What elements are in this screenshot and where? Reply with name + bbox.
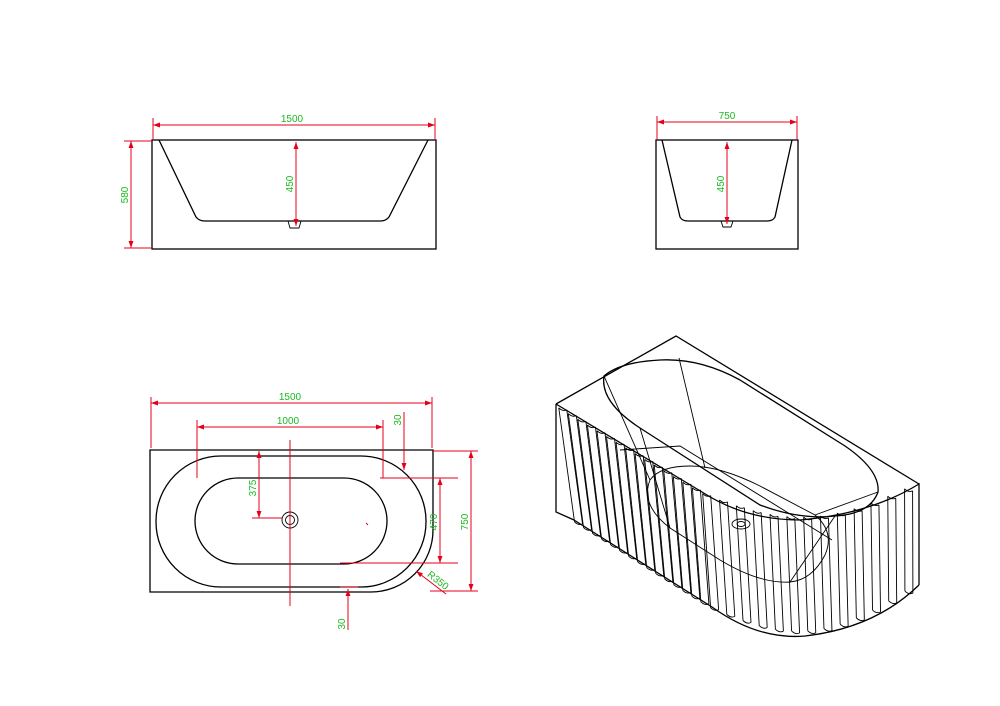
iso-flute bbox=[558, 407, 583, 525]
iso-drain bbox=[731, 518, 751, 530]
iso-flute bbox=[735, 505, 752, 624]
iso-basin-floor bbox=[647, 465, 829, 583]
iso-flute bbox=[567, 413, 592, 531]
iso-flute bbox=[606, 436, 629, 554]
iso-drain-inner bbox=[736, 521, 746, 527]
iso-flute bbox=[836, 512, 849, 628]
iso-front-top-edge bbox=[555, 403, 920, 585]
iso-flute bbox=[887, 495, 898, 605]
iso-flute bbox=[719, 499, 736, 618]
side-outer-outline bbox=[655, 139, 799, 250]
iso-flute bbox=[672, 476, 692, 594]
iso-flute bbox=[702, 493, 720, 611]
plan-view: 1500 1000 30 375 470 750 30 R350 bbox=[149, 392, 478, 630]
iso-flute bbox=[644, 458, 665, 577]
plan-outer-outline bbox=[149, 449, 434, 593]
iso-flute bbox=[634, 453, 656, 571]
front-basin-profile bbox=[158, 139, 429, 222]
iso-flute bbox=[904, 488, 914, 595]
iso-flute bbox=[596, 430, 620, 548]
iso-flute bbox=[752, 510, 768, 629]
front-drain bbox=[287, 220, 302, 229]
plan-rim-outline bbox=[155, 455, 427, 588]
front-elevation: 1500 580 450 bbox=[120, 114, 437, 250]
iso-flute bbox=[853, 508, 865, 621]
side-drain bbox=[720, 220, 734, 228]
iso-flute bbox=[625, 447, 647, 565]
plan-bottom-offset-label: 30 bbox=[337, 618, 348, 630]
iso-flute bbox=[769, 513, 784, 633]
front-outer-outline bbox=[151, 139, 437, 250]
side-depth-label: 450 bbox=[716, 175, 727, 192]
plan-radius-leader bbox=[415, 570, 447, 595]
iso-basin-walls bbox=[603, 357, 879, 583]
plan-inner-width-label: 470 bbox=[429, 513, 440, 530]
iso-bottom-edge bbox=[573, 519, 920, 638]
plan-length-label: 1500 bbox=[279, 392, 302, 403]
iso-flute bbox=[577, 418, 602, 537]
plan-top-offset-label: 30 bbox=[393, 414, 404, 426]
iso-flute bbox=[586, 424, 611, 543]
iso-flute bbox=[820, 515, 833, 632]
iso-fluted-panel bbox=[558, 407, 914, 635]
front-depth-label: 450 bbox=[285, 175, 296, 192]
iso-flute bbox=[615, 441, 638, 560]
iso-flute bbox=[663, 470, 683, 588]
front-height-label: 580 bbox=[120, 186, 131, 203]
iso-top-back-edges bbox=[555, 335, 920, 485]
plan-basin-outline bbox=[194, 477, 388, 565]
iso-flute bbox=[803, 516, 817, 634]
plan-center-mark bbox=[365, 522, 369, 526]
front-width-label: 1500 bbox=[281, 114, 304, 125]
plan-drain-offset-label: 375 bbox=[248, 479, 259, 496]
iso-rim-outline bbox=[603, 359, 879, 518]
plan-inner-length-label: 1000 bbox=[277, 416, 300, 427]
iso-inner-edge bbox=[619, 445, 833, 541]
iso-left-edge bbox=[555, 404, 575, 521]
iso-flute bbox=[653, 464, 674, 583]
isometric-view bbox=[555, 335, 920, 638]
side-width-label: 750 bbox=[719, 111, 736, 122]
iso-flute bbox=[691, 487, 710, 605]
iso-flute bbox=[870, 502, 881, 614]
iso-flute bbox=[786, 516, 801, 635]
plan-width-label: 750 bbox=[460, 513, 471, 530]
iso-flute bbox=[682, 481, 701, 600]
side-elevation: 750 450 bbox=[655, 111, 799, 250]
